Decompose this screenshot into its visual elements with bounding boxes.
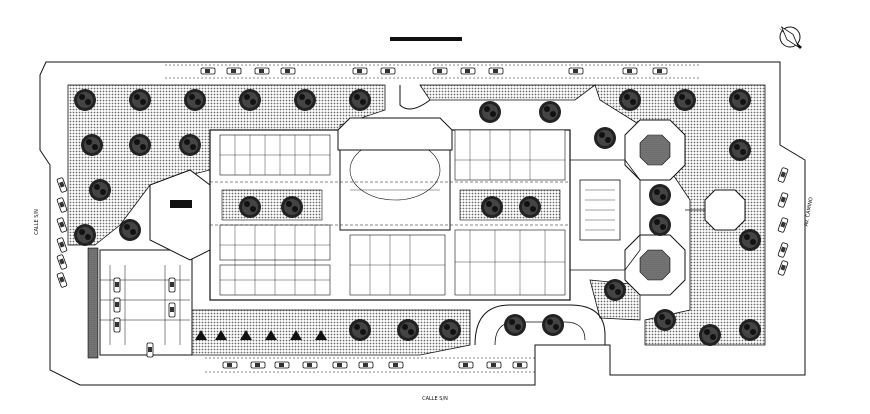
- hedges: [195, 330, 327, 340]
- car-icon: [622, 67, 638, 75]
- tree-icon: [649, 214, 671, 236]
- tree-icon: [179, 134, 201, 156]
- car-icon: [146, 342, 154, 358]
- car-icon: [254, 67, 270, 75]
- car-icon: [358, 361, 374, 369]
- tree-icon: [699, 324, 721, 346]
- east-pavilions: [569, 119, 746, 296]
- car-icon: [56, 236, 68, 254]
- west-entrance: [149, 169, 211, 261]
- tree-icon: [674, 89, 696, 111]
- garden-bottom: [189, 309, 471, 356]
- car-icon: [274, 361, 290, 369]
- tree-icon: [739, 319, 761, 341]
- tree-icon: [604, 279, 626, 301]
- car-icon: [777, 216, 789, 234]
- car-icon: [302, 361, 318, 369]
- tree-icon: [349, 89, 371, 111]
- tree-icon: [729, 139, 751, 161]
- tree-icon: [539, 101, 561, 123]
- car-icon: [388, 361, 404, 369]
- car-icon: [280, 67, 296, 75]
- car-icon: [458, 361, 474, 369]
- tree-icon: [729, 89, 751, 111]
- car-icon: [332, 361, 348, 369]
- tree-icon: [119, 219, 141, 241]
- title-bar: [390, 37, 462, 41]
- tree-icon: [654, 309, 676, 331]
- tree-icon: [129, 89, 151, 111]
- car-icon: [568, 67, 584, 75]
- tree-icon: [594, 127, 616, 149]
- access-road: [399, 85, 431, 110]
- car-icon: [777, 191, 789, 209]
- street-label-bottom: CALLE S/N: [422, 396, 448, 402]
- street-label-right: AV. CAMINO: [804, 197, 815, 227]
- car-icon: [222, 361, 238, 369]
- tree-icon: [542, 314, 564, 336]
- car-icon: [777, 259, 789, 277]
- car-icon: [56, 253, 68, 271]
- car-icon: [777, 241, 789, 259]
- car-icon: [380, 67, 396, 75]
- car-icon: [56, 271, 68, 289]
- tree-icon: [479, 101, 501, 123]
- car-icon: [113, 277, 121, 293]
- car-icon: [56, 196, 68, 214]
- street-label-left: CALLE S/N: [34, 209, 40, 235]
- tree-icon: [397, 319, 419, 341]
- tree-icon: [294, 89, 316, 111]
- car-icon: [113, 317, 121, 333]
- right-parking-column: [777, 166, 789, 277]
- parking-stalls: [100, 265, 190, 345]
- car-icon: [168, 302, 176, 318]
- north-arrow-icon: [778, 25, 802, 49]
- tree-icon: [349, 319, 371, 341]
- top-parking-row: [165, 64, 700, 79]
- car-icon: [777, 166, 789, 184]
- garden-top-middle: [419, 84, 597, 101]
- tree-icon: [129, 134, 151, 156]
- tree-icon: [239, 196, 261, 218]
- car-icon: [168, 277, 176, 293]
- site-boundary: [39, 61, 806, 386]
- tree-icon: [504, 314, 526, 336]
- car-icon: [250, 361, 266, 369]
- north-atrium: [337, 117, 453, 151]
- car-icon: [486, 361, 502, 369]
- tree-icon: [74, 224, 96, 246]
- car-icon: [226, 67, 242, 75]
- tree-icon: [619, 89, 641, 111]
- car-icon: [113, 297, 121, 313]
- car-icon: [460, 67, 476, 75]
- car-icon: [200, 67, 216, 75]
- car-icon: [652, 67, 668, 75]
- entrance-sign: [170, 200, 192, 208]
- car-icon: [56, 176, 68, 194]
- car-icon: [432, 67, 448, 75]
- car-icon: [352, 67, 368, 75]
- car-icon: [488, 67, 504, 75]
- tree-icon: [281, 196, 303, 218]
- drop-off-loop: [474, 304, 606, 346]
- tree-icon: [519, 196, 541, 218]
- tree-icon: [481, 196, 503, 218]
- tree-icon: [184, 89, 206, 111]
- tree-icon: [74, 89, 96, 111]
- tree-icon: [239, 89, 261, 111]
- tree-icon: [649, 184, 671, 206]
- bottom-parking-row: [205, 357, 535, 373]
- tree-icon: [739, 229, 761, 251]
- hospital-building: [209, 129, 571, 301]
- parking-strip-hatched: [87, 247, 99, 359]
- car-icon: [56, 216, 68, 234]
- car-icon: [512, 361, 528, 369]
- tree-icon: [81, 134, 103, 156]
- tree-icon: [89, 179, 111, 201]
- tree-icon: [439, 319, 461, 341]
- left-parking-column: [56, 176, 68, 289]
